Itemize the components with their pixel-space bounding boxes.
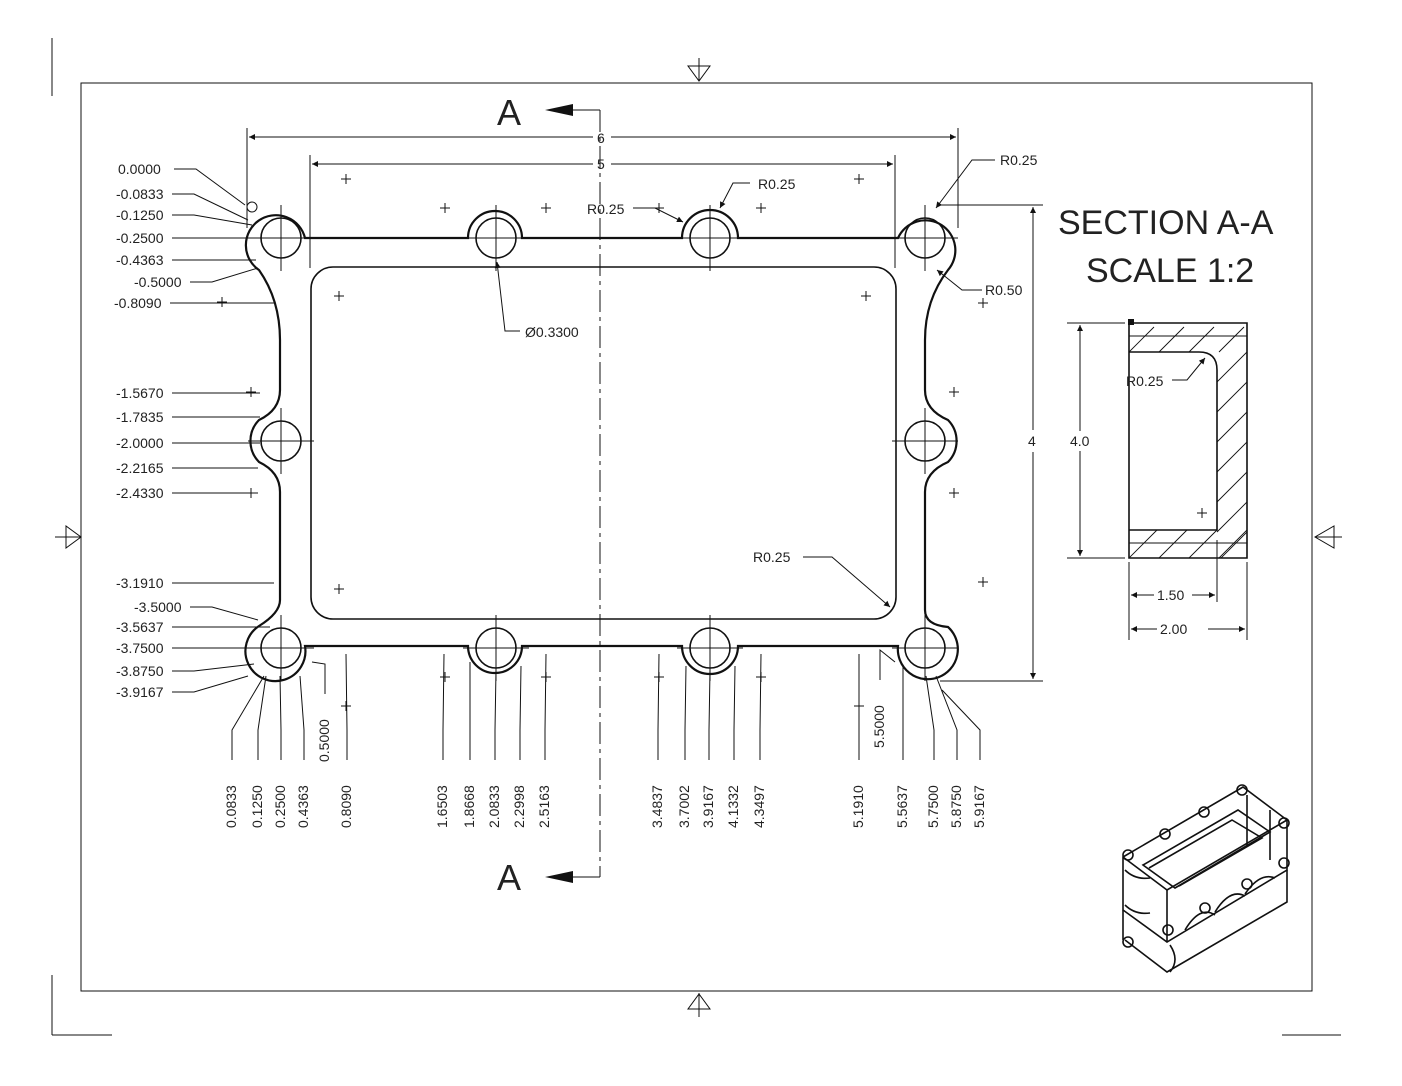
section-view [1067, 319, 1248, 640]
ordinate-y-label: -3.5637 [116, 619, 164, 635]
center-crosses [217, 174, 988, 711]
radius-between-boss: R0.25 [587, 201, 625, 217]
section-marker-bottom: A [497, 857, 521, 898]
ordinate-y-label: -0.0833 [116, 186, 164, 202]
ordinate-x-label: 0.1250 [249, 785, 265, 828]
section-marker-top: A [497, 92, 521, 133]
ordinate-y-leader [174, 168, 246, 206]
ordinate-x-label: 0.5000 [316, 719, 332, 762]
ordinate-x-leader [759, 653, 762, 760]
ordinate-y-label: -2.2165 [116, 460, 164, 476]
ordinate-x-label: 0.2500 [272, 785, 288, 828]
inner-width-dim: 5 [597, 156, 605, 172]
ordinate-y-label: -3.7500 [116, 640, 164, 656]
ordinate-y-label: -3.8750 [116, 663, 164, 679]
ordinate-x-label: 4.1332 [725, 785, 741, 828]
ordinate-y-label: -1.5670 [116, 385, 164, 401]
ordinate-y-leader [172, 663, 255, 672]
ordinate-x-dimensions: 0.0833 0.1250 0.2500 0.4363 0.5000 0.8090 1.65… [223, 648, 987, 828]
radius-top-right-corner: R0.25 [1000, 152, 1038, 168]
ordinate-x-leader [231, 675, 265, 760]
ordinate-y-label: -2.0000 [116, 435, 164, 451]
hole-centerlines [248, 205, 958, 681]
bolt-holes [260, 217, 946, 669]
ordinate-x-leader [544, 653, 547, 760]
ordinate-x-label: 1.8668 [461, 785, 477, 828]
ordinate-x-leader [708, 669, 711, 760]
ordinate-x-label: 2.0833 [486, 785, 502, 828]
ordinate-x-label: 3.7002 [676, 785, 692, 828]
ordinate-x-label: 0.8090 [338, 785, 354, 828]
radius-top-right-side: R0.50 [985, 282, 1023, 298]
overall-dimensions [246, 128, 1043, 682]
section-radius-dim: R0.25 [1126, 373, 1164, 389]
ordinate-x-leader [657, 653, 660, 760]
ordinate-x-leader [299, 675, 305, 760]
ordinate-y-label: -0.5000 [134, 274, 182, 290]
ordinate-x-label: 0.0833 [223, 785, 239, 828]
ordinate-x-leader [733, 665, 736, 760]
origin-mark [246, 201, 258, 213]
ordinate-y-label: -3.1910 [116, 575, 164, 591]
ordinate-x-label: 3.9167 [700, 785, 716, 828]
ordinate-y-label: -3.5000 [134, 599, 182, 615]
centering-marks [55, 58, 1342, 1017]
ordinate-x-label: 3.4837 [649, 785, 665, 828]
ordinate-y-leader [172, 214, 253, 226]
ordinate-x-leader [442, 653, 445, 760]
ordinate-y-label: -0.4363 [116, 252, 164, 268]
section-inner-width-dim: 1.50 [1157, 587, 1184, 603]
ordinate-x-leader [519, 665, 522, 760]
ordinate-x-leader [257, 675, 267, 760]
ordinate-x-label: 5.7500 [925, 785, 941, 828]
ordinate-y-label: -0.1250 [116, 207, 164, 223]
ordinate-y-label: -2.4330 [116, 485, 164, 501]
ordinate-y-leader [172, 675, 249, 693]
ordinate-x-leader [925, 675, 935, 760]
ordinate-x-label: 5.1910 [850, 785, 866, 828]
inner-pocket [310, 266, 897, 620]
ordinate-x-leader [279, 675, 282, 760]
ordinate-x-label: 5.9167 [971, 785, 987, 828]
ordinate-y-label: 0.0000 [118, 161, 161, 177]
ordinate-x-label: 5.5637 [894, 785, 910, 828]
ordinate-x-leader [684, 665, 687, 760]
ordinate-x-label: 1.6503 [434, 785, 450, 828]
ordinate-x-leader [345, 653, 348, 760]
radius-inner-pocket: R0.25 [753, 549, 791, 565]
isometric-view [1122, 784, 1290, 973]
callout-leaders [494, 159, 995, 608]
ordinate-x-label: 2.5163 [536, 785, 552, 828]
section-scale: SCALE 1:2 [1086, 252, 1254, 290]
ordinate-y-leader [172, 193, 249, 221]
ordinate-y-label: -3.9167 [116, 684, 164, 700]
ordinate-x-label: 5.8750 [948, 785, 964, 828]
section-cut-line [545, 104, 601, 883]
ordinate-y-label: -0.2500 [116, 230, 164, 246]
ordinate-x-label: 2.2998 [511, 785, 527, 828]
ordinate-x-leader [494, 669, 497, 760]
ordinate-x-leader [311, 661, 326, 694]
ordinate-y-leader [190, 606, 259, 621]
section-outer-width-dim: 2.00 [1160, 621, 1187, 637]
ordinate-y-leader [190, 267, 259, 283]
overall-width-dim: 6 [597, 130, 605, 146]
radius-mid-boss: R0.25 [758, 176, 796, 192]
hole-diameter-callout: Ø0.3300 [525, 324, 579, 340]
ordinate-x-label: 4.3497 [751, 785, 767, 828]
ordinate-y-label: -1.7835 [116, 409, 164, 425]
ordinate-x-leader [879, 648, 896, 680]
ordinate-x-label: 0.4363 [295, 785, 311, 828]
section-title: SECTION A-A [1058, 204, 1274, 242]
ordinate-x-leader [935, 675, 958, 760]
ordinate-x-label: 5.5000 [871, 705, 887, 748]
section-height-dim: 4.0 [1070, 433, 1090, 449]
ordinate-y-label: -0.8090 [114, 295, 162, 311]
ordinate-y-dimensions: 0.0000 -0.0833 -0.1250 -0.2500 -0.4363 -0.500… [114, 161, 274, 700]
ordinate-x-leader [941, 689, 981, 760]
flange-outline [244, 208, 959, 683]
overall-height-dim: 4 [1028, 433, 1036, 449]
